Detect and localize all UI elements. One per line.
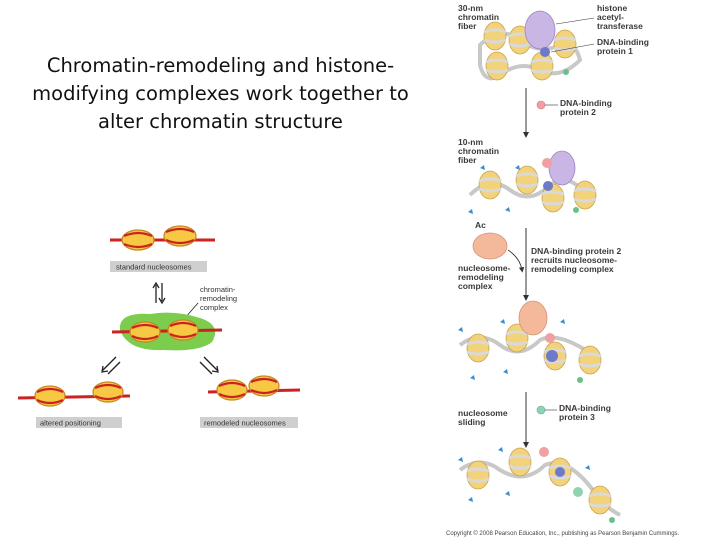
dbp3-l2: protein 3 [559,412,595,422]
nrc-l1: nucleosome- [458,263,511,273]
fiber30-l1: 30-nm [458,3,483,13]
nrc-l2: remodeling [458,272,504,282]
hat-l3: transferase [597,21,643,31]
dbp1-l1: DNA-binding [597,37,649,47]
recruit-l1: DNA-binding protein 2 [531,246,621,256]
standard-nucleosomes-label: standard nucleosomes [116,263,192,272]
diagonal-arrows [101,356,219,375]
slide-l1: nucleosome [458,408,508,418]
remodeled-nucleosomes-label: remodeled nucleosomes [204,419,286,428]
panel-30nm-fiber [478,10,583,82]
panel-nucleosome-sliding [458,446,621,523]
fiber30-l2: chromatin [458,12,499,22]
slide-title: Chromatin-remodeling and histone-modifyi… [32,54,409,133]
remodeler-shape [472,232,508,260]
recruit-l2: recruits nucleosome- [531,255,617,265]
panel-10nm-fiber [468,150,598,214]
standard-nucleosomes-graphic [110,225,215,251]
altered-positioning-label: altered positioning [40,419,101,428]
fiber10-l1: 10-nm [458,137,483,147]
standard-label-box [110,261,207,272]
dbp2-l2: protein 2 [560,107,596,117]
nrc-l3: complex [458,281,493,291]
panel-recruited-remodeler [458,300,603,383]
complex-label-1: chromatin- [200,285,236,294]
hat-l2: acetyl- [597,12,624,22]
dbp2-l1: DNA-binding [560,98,612,108]
fiber10-l2: chromatin [458,146,499,156]
fiber30-l3: fiber [458,21,477,31]
complex-label-2: remodeling [200,294,237,303]
slide-l2: sliding [458,417,485,427]
hat-l1: histone [597,3,627,13]
recruit-l3: remodeling complex [531,264,614,274]
dbp1-l2: protein 1 [597,46,633,56]
remodeled-nucleosomes-graphic [207,375,301,401]
altered-positioning-graphic [17,381,131,407]
copyright-text: Copyright © 2008 Pearson Education, Inc.… [446,530,680,537]
fiber10-l3: fiber [458,155,477,165]
complex-label-3: complex [200,303,228,312]
reversible-arrow [152,281,166,305]
hat-shape [524,10,556,50]
dbp3-l1: DNA-binding [559,403,611,413]
remodeling-complex-graphic [111,312,223,351]
ac-label: Ac [475,220,486,230]
